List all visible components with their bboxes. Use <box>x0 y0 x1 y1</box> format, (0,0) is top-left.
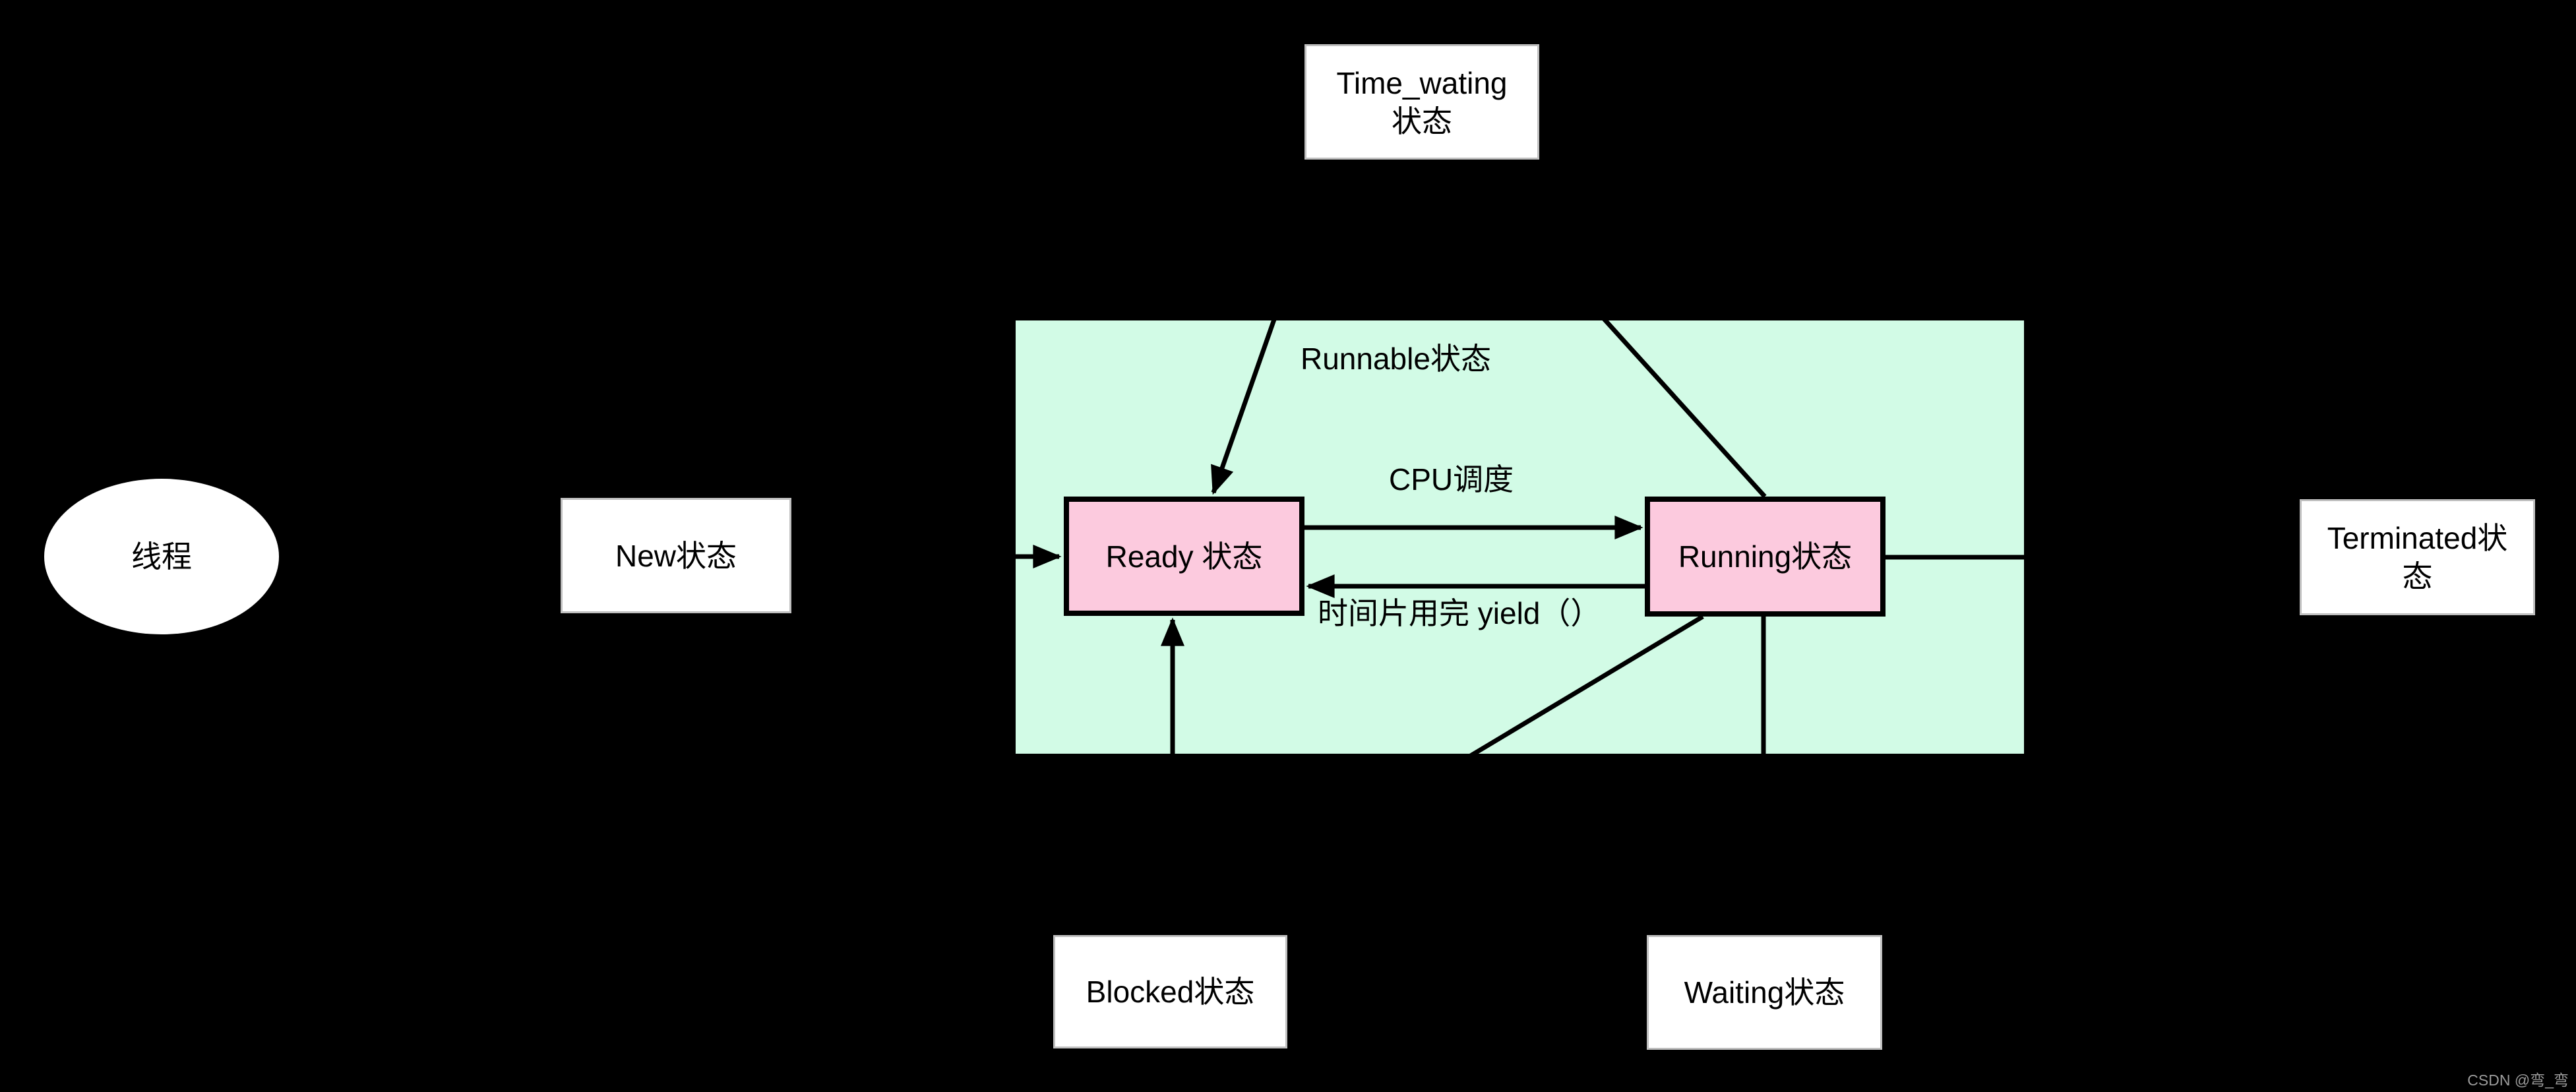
node-new-state-label: New状态 <box>615 538 737 573</box>
node-waiting-state-label: Waiting状态 <box>1684 975 1845 1010</box>
node-waiting-state: Waiting状态 <box>1647 935 1882 1050</box>
edge-label-time-slice-yield: 时间片用完 yield（） <box>1318 596 1601 630</box>
edge-timewaiting-to-ready <box>1211 158 1333 495</box>
node-thread-label: 线程 <box>131 539 192 574</box>
node-running-state: Running状态 <box>1645 497 1886 617</box>
edge-running-to-timewaiting <box>1460 160 1767 499</box>
node-running-state-label: Running状态 <box>1678 539 1853 574</box>
node-blocked-state: Blocked状态 <box>1053 935 1287 1048</box>
edge-label-cpu-schedule: CPU调度 <box>1389 462 1514 497</box>
node-ready-state: Ready 状态 <box>1064 497 1304 616</box>
node-time-waiting-state-label: Time_wating 状态 <box>1336 65 1508 138</box>
edge-running-to-blocked <box>1175 614 1704 934</box>
node-terminated-state-label: Terminated状 态 <box>2327 521 2508 593</box>
node-time-waiting-state: Time_wating 状态 <box>1304 44 1539 160</box>
node-blocked-state-label: Blocked状态 <box>1086 975 1255 1009</box>
node-terminated-state: Terminated状 态 <box>2300 499 2535 615</box>
watermark-text: CSDN @弯_弯 <box>2467 1072 2569 1089</box>
node-ready-state-label: Ready 状态 <box>1105 539 1263 574</box>
runnable-region-label: Runnable状态 <box>1301 342 1491 376</box>
node-thread: 线程 <box>44 479 279 634</box>
node-new-state: New状态 <box>561 498 791 613</box>
